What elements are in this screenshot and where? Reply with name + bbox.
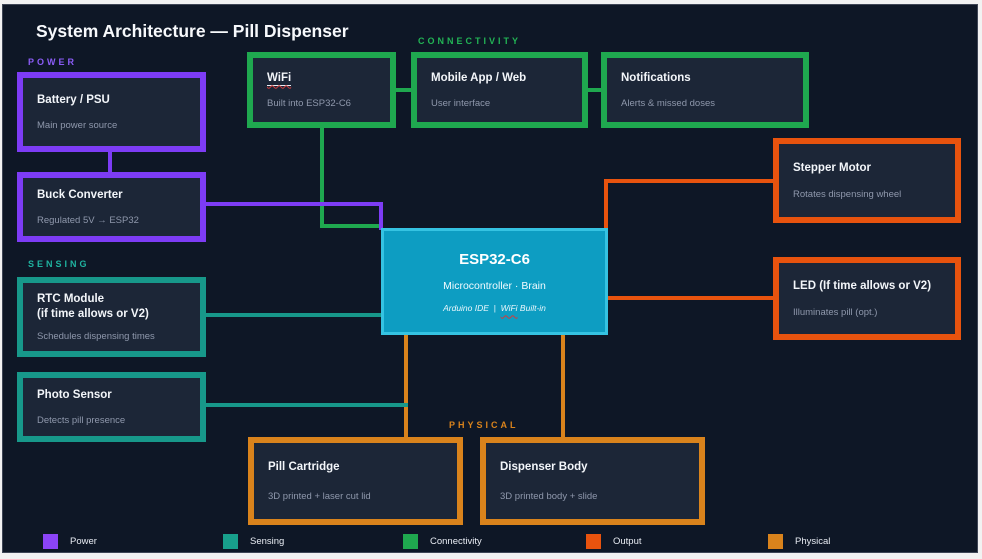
- node-wifi[interactable]: WiFi Built into ESP32-C6: [247, 52, 396, 128]
- connector-battery-buck: [108, 152, 112, 172]
- node-title-line1: RTC Module: [37, 293, 105, 306]
- section-label-physical: PHYSICAL: [449, 420, 519, 430]
- node-title: Battery / PSU: [37, 93, 110, 106]
- section-label-sensing: SENSING: [28, 259, 90, 269]
- connector-buck-esp32-vertical: [379, 202, 383, 230]
- legend-swatch-sensing: [223, 534, 238, 549]
- legend-item-physical: Physical: [768, 534, 830, 549]
- node-title: ESP32-C6: [459, 250, 530, 268]
- legend-item-output: Output: [586, 534, 642, 549]
- node-subtitle: Microcontroller · Brain: [443, 280, 546, 293]
- legend-label: Power: [70, 536, 97, 547]
- legend-label: Output: [613, 536, 642, 547]
- connector-wifi-esp32-horizontal: [320, 224, 381, 228]
- connector-esp32-stepper-vertical: [604, 179, 608, 229]
- node-subtitle: Detects pill presence: [37, 415, 126, 427]
- connector-esp32-led: [608, 296, 773, 300]
- node-title: Photo Sensor: [37, 388, 112, 401]
- meta-wifi-spellcheck: WiFi: [500, 303, 518, 314]
- connector-esp32-dispenser-body: [561, 335, 565, 437]
- connector-wifi-esp32-vertical: [320, 128, 324, 228]
- connector-esp32-pill-cartridge: [404, 335, 408, 437]
- connector-rtc-esp32: [206, 313, 381, 317]
- meta-separator: |: [493, 303, 496, 314]
- node-subtitle: 3D printed body + slide: [500, 491, 598, 503]
- node-subtitle: Built into ESP32-C6: [267, 98, 351, 110]
- node-rtc-module[interactable]: RTC Module (if time allows or V2) Schedu…: [17, 277, 206, 357]
- legend-swatch-connectivity: [403, 534, 418, 549]
- node-title-line2: (if time allows or V2): [37, 308, 149, 320]
- node-notifications[interactable]: Notifications Alerts & missed doses: [601, 52, 809, 128]
- node-buck-converter[interactable]: Buck Converter Regulated 5V → ESP32: [17, 172, 206, 242]
- connector-wifi-mobile: [396, 88, 411, 92]
- connector-mobile-notifications: [588, 88, 601, 92]
- legend-label: Sensing: [250, 536, 285, 547]
- meta-ide: Arduino IDE: [443, 303, 489, 314]
- node-pill-cartridge[interactable]: Pill Cartridge 3D printed + laser cut li…: [248, 437, 463, 525]
- node-led[interactable]: LED (If time allows or V2) Illuminates p…: [773, 257, 961, 340]
- legend-item-connectivity: Connectivity: [403, 534, 482, 549]
- legend-label: Connectivity: [430, 536, 482, 547]
- node-photo-sensor[interactable]: Photo Sensor Detects pill presence: [17, 372, 206, 442]
- page-title: System Architecture — Pill Dispenser: [36, 21, 349, 41]
- spellcheck-underline: WiFi: [267, 71, 292, 86]
- legend-label: Physical: [795, 536, 831, 547]
- node-title: Dispenser Body: [500, 460, 588, 473]
- node-stepper-motor[interactable]: Stepper Motor Rotates dispensing wheel: [773, 138, 961, 223]
- connector-buck-esp32-horizontal: [206, 202, 383, 206]
- node-subtitle: Alerts & missed doses: [621, 98, 715, 110]
- node-subtitle: Main power source: [37, 120, 118, 132]
- node-battery-psu[interactable]: Battery / PSU Main power source: [17, 72, 206, 152]
- meta-builtin: Built-in: [519, 303, 546, 314]
- diagram-canvas: System Architecture — Pill Dispenser POW…: [2, 4, 978, 553]
- node-dispenser-body[interactable]: Dispenser Body 3D printed body + slide: [480, 437, 705, 525]
- connector-esp32-stepper-horizontal: [604, 179, 773, 183]
- node-title: Notifications: [621, 71, 691, 84]
- node-subtitle: Illuminates pill (opt.): [793, 306, 878, 318]
- node-subtitle: Rotates dispensing wheel: [793, 188, 902, 200]
- node-title: Mobile App / Web: [431, 71, 527, 84]
- node-meta: Arduino IDE | WiFi Built-in: [443, 303, 546, 313]
- legend-swatch-power: [43, 534, 58, 549]
- section-label-connectivity: CONNECTIVITY: [418, 36, 522, 46]
- node-title: Stepper Motor: [793, 162, 871, 175]
- node-title: WiFi: [267, 71, 376, 86]
- node-esp32-c6[interactable]: ESP32-C6 Microcontroller · Brain Arduino…: [381, 228, 608, 335]
- node-mobile-app-web[interactable]: Mobile App / Web User interface: [411, 52, 588, 128]
- section-label-power: POWER: [28, 57, 78, 67]
- connector-photo-sensor: [206, 403, 408, 407]
- legend-item-power: Power: [43, 534, 97, 549]
- node-subtitle: Regulated 5V → ESP32: [37, 215, 139, 227]
- node-title: Pill Cartridge: [268, 460, 340, 473]
- legend-swatch-physical: [768, 534, 783, 549]
- node-subtitle: 3D printed + laser cut lid: [268, 491, 371, 503]
- legend-swatch-output: [586, 534, 601, 549]
- legend-item-sensing: Sensing: [223, 534, 284, 549]
- node-subtitle: Schedules dispensing times: [37, 330, 155, 342]
- node-title: Buck Converter: [37, 188, 123, 201]
- node-subtitle: User interface: [431, 98, 491, 110]
- node-title: LED (If time allows or V2): [793, 280, 932, 293]
- node-title: RTC Module (if time allows or V2): [37, 292, 186, 322]
